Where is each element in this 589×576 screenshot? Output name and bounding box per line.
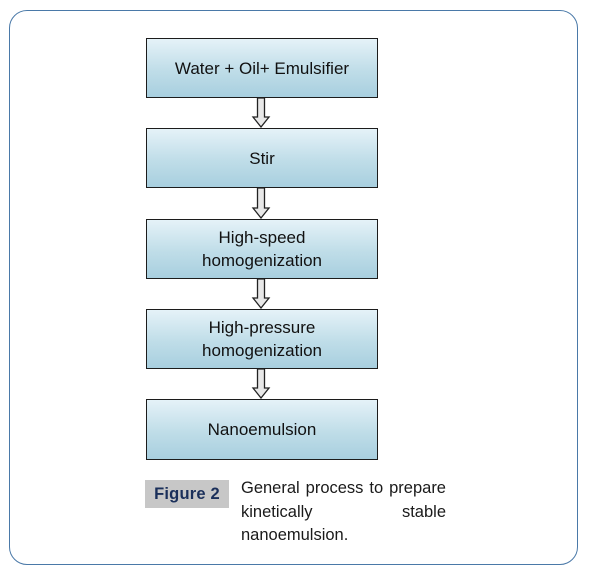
figure-label: Figure 2 <box>145 480 229 508</box>
figure-caption: General process to prepare kinetically s… <box>241 479 446 544</box>
step-stir: Stir <box>146 128 378 188</box>
down-arrow-icon <box>251 369 271 399</box>
down-arrow-icon <box>251 279 271 309</box>
step-nanoemulsion: Nanoemulsion <box>146 399 378 460</box>
step-water-oil-emulsifier: Water + Oil+ Emulsifier <box>146 38 378 98</box>
down-arrow-icon <box>251 188 271 219</box>
down-arrow-icon <box>251 98 271 128</box>
figure-frame <box>9 10 578 565</box>
step-high-speed-homogenization: High-speed homogenization <box>146 219 378 279</box>
step-high-pressure-homogenization: High-pressure homogenization <box>146 309 378 369</box>
